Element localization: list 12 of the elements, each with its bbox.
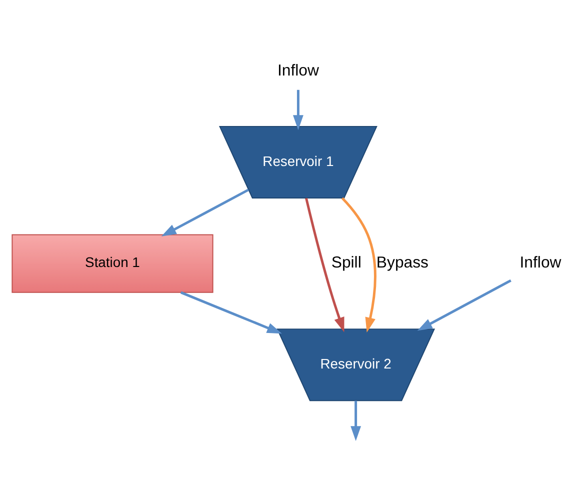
- arrow: [292, 89, 304, 130]
- node-text: Inflow: [277, 62, 319, 80]
- arrow: [161, 188, 250, 236]
- arrow: [341, 196, 376, 332]
- node-box: Station 1: [12, 234, 214, 292]
- edge-label: Spill: [331, 254, 362, 271]
- arrow: [417, 278, 512, 330]
- arrow: [180, 290, 282, 334]
- arrow: [305, 197, 344, 332]
- node-text: Inflow: [520, 254, 562, 271]
- arrow: [350, 400, 362, 441]
- edge-label: Bypass: [376, 254, 429, 271]
